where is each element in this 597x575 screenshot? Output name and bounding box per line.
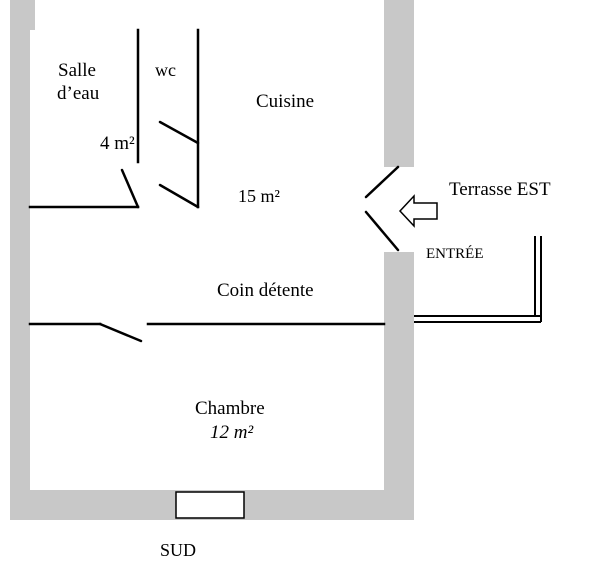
room-area-chambre: 12 m² [210,422,253,443]
label-terrasse: Terrasse EST [449,179,551,200]
wall-right-upper [384,0,414,167]
interior-walls [28,28,386,326]
room-label-coin-detente: Coin détente [217,280,314,301]
room-label-salle-line2: d’eau [57,83,100,104]
room-label-wc: wc [155,60,176,80]
wall-right-lower [384,252,414,520]
room-label-cuisine: Cuisine [256,91,314,112]
window-icon [175,491,245,519]
room-label-chambre: Chambre [195,398,265,419]
wall-left [10,0,30,520]
arrow-left-outline-icon [398,194,438,228]
label-entree: ENTRÉE [426,245,484,262]
terrace-railing [414,236,542,323]
door-bathroom [120,168,140,209]
door-wc-lower [158,183,200,209]
room-label-salle-line1: Salle [58,60,96,81]
room-area-salle: 4 m² [100,133,135,154]
label-sud: SUD [160,540,196,560]
doors [98,120,400,343]
door-wc-upper [158,120,200,145]
wall-top-left [10,0,35,30]
room-area-cuisine: 15 m² [238,186,280,206]
entry-door-upper [364,165,400,199]
door-bedroom [98,322,143,343]
entry-door-lower [364,210,400,252]
